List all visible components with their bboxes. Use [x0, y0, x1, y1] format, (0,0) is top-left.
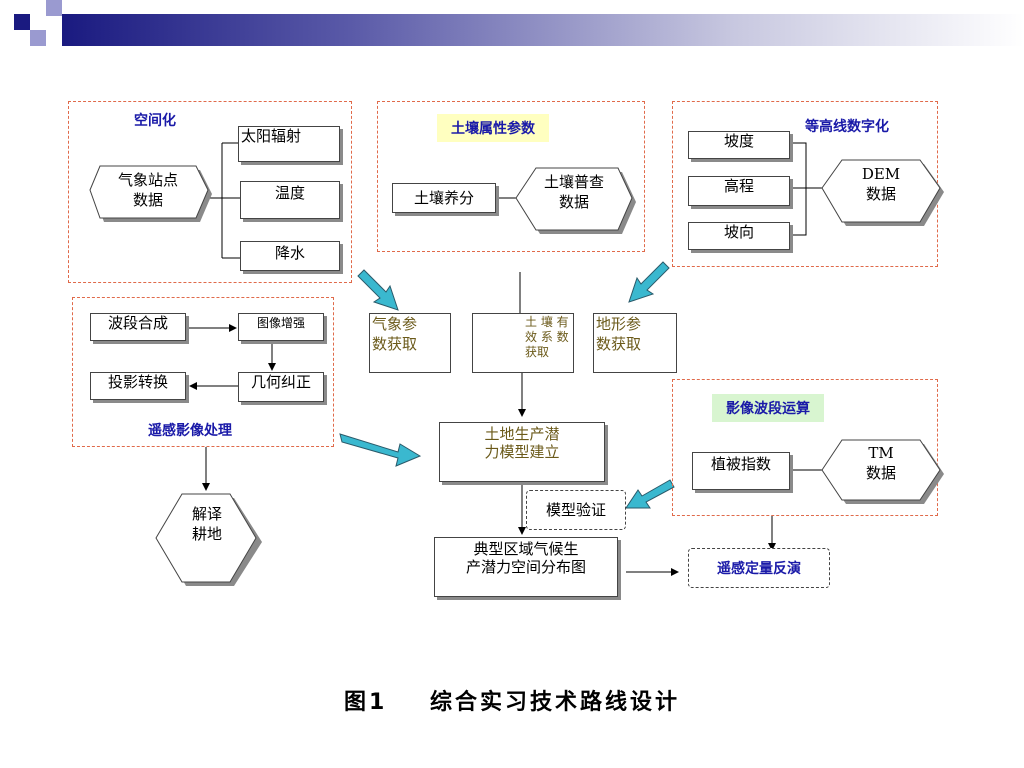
param-climate-label: 气象参 数获取	[372, 315, 418, 353]
soil-source-label: 土壤普查 数据	[543, 173, 604, 211]
climate-item-precipitation: 降水	[240, 241, 340, 271]
rs-geometric: 几何纠正	[238, 372, 324, 402]
model-inversion: 遥感定量反演	[688, 548, 830, 588]
model-result: 典型区域气候生 产潜力空间分布图	[434, 537, 618, 597]
title-bar-gradient	[62, 14, 1024, 46]
soil-nutrient: 土壤养分	[392, 183, 496, 213]
rs-group	[72, 297, 334, 447]
param-terrain-label: 地形参 数获取	[596, 315, 642, 353]
climate-source-label: 气象站点 数据	[117, 171, 178, 209]
climate-item-solar: 太阳辐射	[238, 126, 340, 162]
band-group-title: 影像波段运算	[712, 394, 824, 422]
soil-group-title: 土壤属性参数	[437, 114, 549, 142]
terrain-item-aspect: 坡向	[688, 222, 790, 250]
rs-group-title: 遥感影像处理	[148, 423, 232, 439]
terrain-item-slope: 坡度	[688, 131, 790, 159]
model-build: 土地生产潜 力模型建立	[439, 422, 605, 482]
rs-enhance: 图像增强	[238, 313, 324, 341]
corner-decoration	[0, 0, 80, 64]
param-climate: 气象参 数获取	[369, 313, 451, 373]
interpret-label: 解译 耕地	[191, 505, 222, 543]
climate-group	[68, 101, 352, 283]
model-verify: 模型验证	[526, 490, 626, 530]
rs-band-composite: 波段合成	[90, 313, 186, 341]
band-group	[672, 379, 938, 516]
band-vegetation-index: 植被指数	[692, 452, 790, 490]
terrain-item-elevation: 高程	[688, 176, 790, 206]
figure-caption: 图1 综合实习技术路线设计	[344, 690, 680, 715]
terrain-group-title: 等高线数字化	[805, 119, 889, 135]
climate-item-temperature: 温度	[240, 181, 340, 219]
soil-group	[377, 101, 645, 252]
rs-projection: 投影转换	[90, 372, 186, 400]
param-terrain: 地形参 数获取	[593, 313, 677, 373]
climate-group-title: 空间化	[134, 113, 176, 129]
param-soil-label: 土 壤 有 效 系 数 获取	[525, 315, 569, 359]
terrain-source-label: DEM 数据	[861, 165, 901, 203]
band-source-label: TM 数据	[865, 444, 896, 482]
param-soil: 土 壤 有 效 系 数 获取	[472, 313, 574, 373]
model-verify-label: 模型验证	[545, 501, 606, 519]
model-inversion-label: 遥感定量反演	[717, 561, 801, 577]
